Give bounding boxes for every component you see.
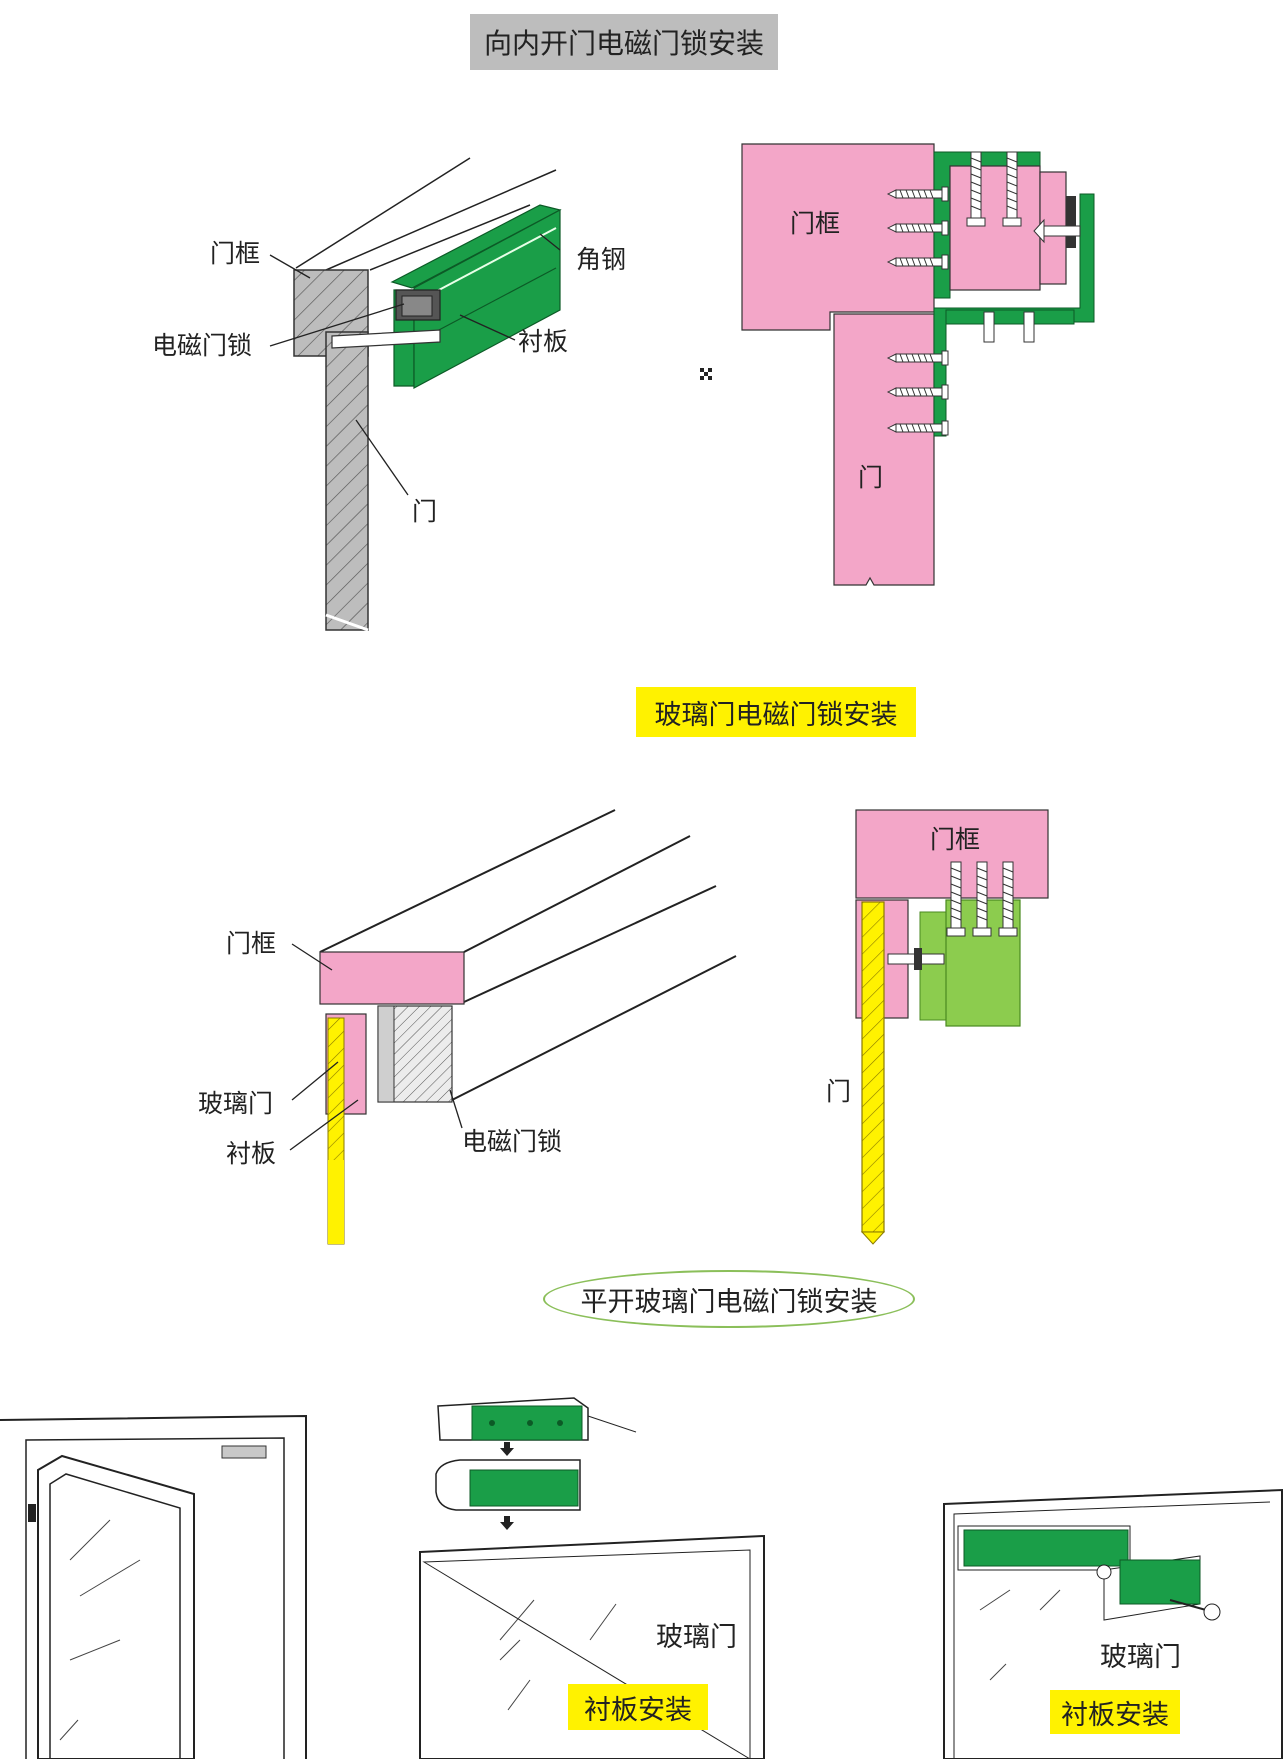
section-title-glass-door: 玻璃门电磁门锁安装	[636, 687, 916, 737]
section-title-swing-glass-door: 平开玻璃门电磁门锁安装	[543, 1270, 915, 1328]
label-glass-door-right: 玻璃门	[1100, 1642, 1181, 1673]
label-door-glass-section: 门	[826, 1077, 851, 1106]
label-door-section: 门	[858, 463, 883, 492]
angle-steel-face	[413, 208, 561, 390]
door-frame-glass	[319, 951, 465, 1005]
label-em-lock: 电磁门锁	[152, 331, 252, 360]
glass-door-section-diagram: 门 门框	[826, 809, 1049, 1245]
swing-door-illustration	[0, 1414, 307, 1759]
inward-door-section-diagram: 门框 门	[741, 143, 1095, 586]
label-backing-plate: 衬板	[518, 327, 568, 356]
label-angle-steel: 角钢	[576, 245, 626, 274]
tag-backing-plate-install-middle: 衬板安装	[568, 1684, 708, 1730]
label-door-frame-section: 门框	[790, 209, 840, 238]
backing-plate	[331, 329, 441, 349]
glass-door-perspective-diagram: 门框 玻璃门 衬板 电磁门锁	[198, 809, 737, 1245]
glass-door-section	[861, 901, 885, 1233]
door-frame-section	[741, 143, 935, 331]
label-backing-plate-glass: 衬板	[226, 1139, 276, 1168]
inward-door-perspective-diagram: 门框 角钢 电磁门锁 衬板 门	[152, 157, 626, 632]
label-em-lock-glass: 电磁门锁	[462, 1127, 562, 1156]
label-door-frame-glass: 门框	[226, 929, 276, 958]
label-glass-door-middle: 玻璃门	[656, 1622, 737, 1653]
label-glass-door: 玻璃门	[198, 1089, 273, 1118]
armature-plate	[1119, 1559, 1201, 1605]
tag-backing-plate-install-right: 衬板安装	[1050, 1690, 1180, 1734]
lock-on-frame	[221, 1445, 267, 1459]
label-door-frame: 门框	[210, 239, 260, 268]
em-lock-section	[949, 165, 1041, 291]
mounted-lock-bar	[963, 1529, 1129, 1567]
label-door-frame-glass-section: 门框	[930, 825, 980, 854]
plate-mount-illustration: 玻璃门	[943, 1488, 1283, 1759]
label-door: 门	[412, 497, 437, 526]
door-slab	[325, 331, 369, 631]
em-lock-unit	[469, 1469, 579, 1507]
separator-mark	[700, 368, 712, 380]
section-title-inward-door: 向内开门电磁门锁安装	[470, 14, 778, 70]
